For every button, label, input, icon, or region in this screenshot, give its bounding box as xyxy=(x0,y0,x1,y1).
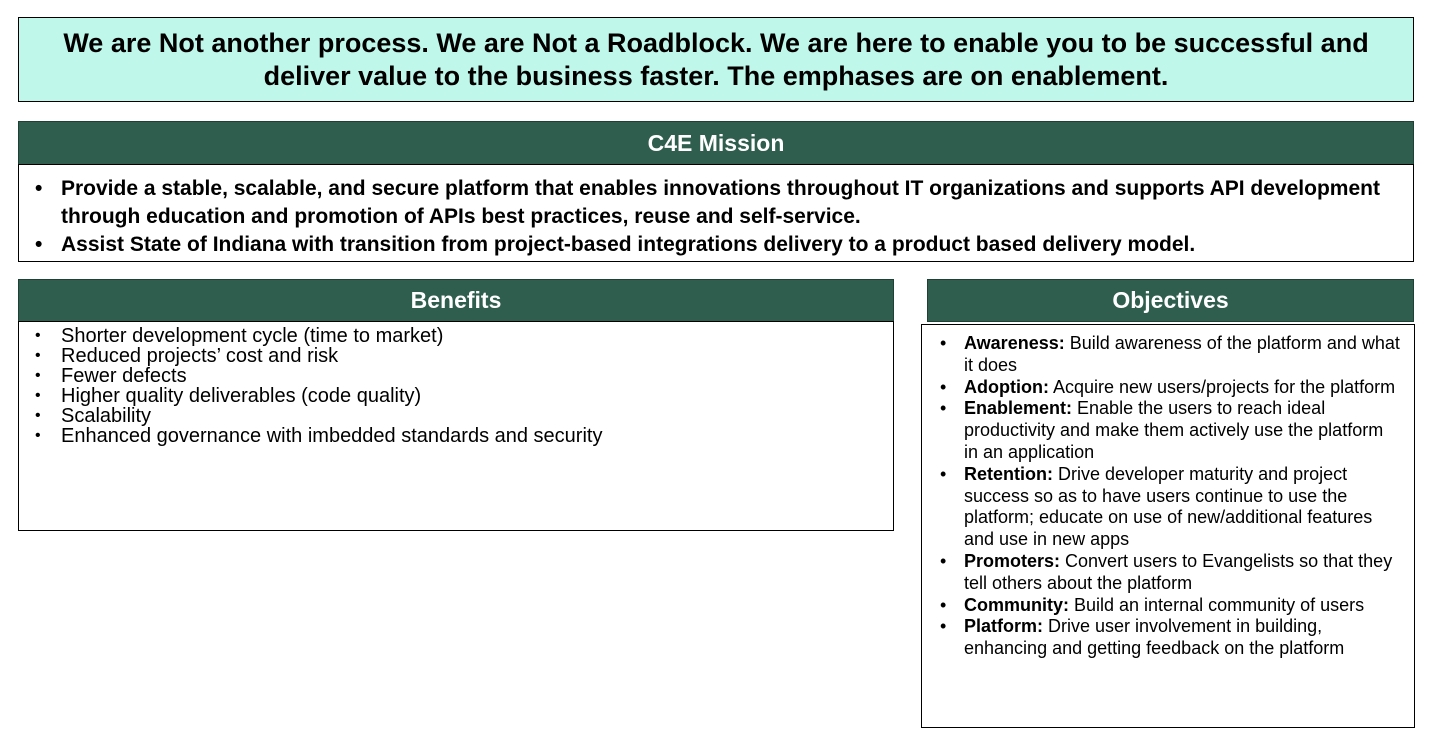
objective-text: Convert users to Evangelists so that the… xyxy=(964,550,1393,593)
objectives-list: Awareness: Build awareness of the platfo… xyxy=(922,325,1414,660)
tagline-banner: We are Not another process. We are Not a… xyxy=(18,17,1414,102)
tagline-text: We are Not another process. We are Not a… xyxy=(63,27,1369,91)
objectives-box: Awareness: Build awareness of the platfo… xyxy=(921,324,1415,728)
mission-item: Provide a stable, scalable, and secure p… xyxy=(19,175,1413,231)
benefits-header: Benefits xyxy=(18,279,894,322)
objective-item: Awareness: Build awareness of the platfo… xyxy=(922,333,1414,377)
objective-label: Community: xyxy=(964,594,1069,615)
objective-item: Adoption: Acquire new users/projects for… xyxy=(922,377,1414,399)
benefits-box: Shorter development cycle (time to marke… xyxy=(18,321,894,531)
benefit-item: Higher quality deliverables (code qualit… xyxy=(19,386,893,406)
mission-list: Provide a stable, scalable, and secure p… xyxy=(19,165,1413,259)
objectives-header: Objectives xyxy=(927,279,1414,322)
mission-header: C4E Mission xyxy=(18,121,1414,165)
objective-label: Awareness: xyxy=(964,333,1065,353)
objective-text: Build awareness of the platform and what… xyxy=(964,333,1400,375)
objective-item: Promoters: Convert users to Evangelists … xyxy=(922,551,1414,595)
objective-item: Platform: Drive user involvement in buil… xyxy=(922,616,1414,660)
objective-text: Acquire new users/projects for the platf… xyxy=(1048,376,1396,397)
objective-item: Enablement: Enable the users to reach id… xyxy=(922,398,1414,463)
benefits-title: Benefits xyxy=(410,287,502,313)
objective-label: Enablement: xyxy=(964,398,1073,419)
objective-text: Enable the users to reach ideal producti… xyxy=(964,398,1384,462)
objective-text: Drive developer maturity and project suc… xyxy=(964,463,1373,550)
objective-label: Platform: xyxy=(964,616,1044,637)
objective-label: Retention: xyxy=(964,463,1053,484)
benefit-item: Reduced projects’ cost and risk xyxy=(19,346,893,366)
objective-label: Adoption: xyxy=(964,376,1049,397)
benefit-item: Fewer defects xyxy=(19,366,893,386)
benefits-list: Shorter development cycle (time to marke… xyxy=(19,322,893,446)
benefit-item: Enhanced governance with imbedded standa… xyxy=(19,426,893,446)
objective-item: Retention: Drive developer maturity and … xyxy=(922,464,1414,551)
mission-item: Assist State of Indiana with transition … xyxy=(19,231,1413,259)
objective-item: Community: Build an internal community o… xyxy=(922,595,1414,617)
mission-title: C4E Mission xyxy=(647,129,785,156)
objectives-title: Objectives xyxy=(1112,287,1229,313)
objective-label: Promoters: xyxy=(964,550,1061,571)
objective-text: Drive user involvement in building, enha… xyxy=(964,616,1345,659)
mission-box: Provide a stable, scalable, and secure p… xyxy=(18,164,1414,262)
benefit-item: Shorter development cycle (time to marke… xyxy=(19,326,893,346)
objective-text: Build an internal community of users xyxy=(1069,594,1365,615)
benefit-item: Scalability xyxy=(19,406,893,426)
